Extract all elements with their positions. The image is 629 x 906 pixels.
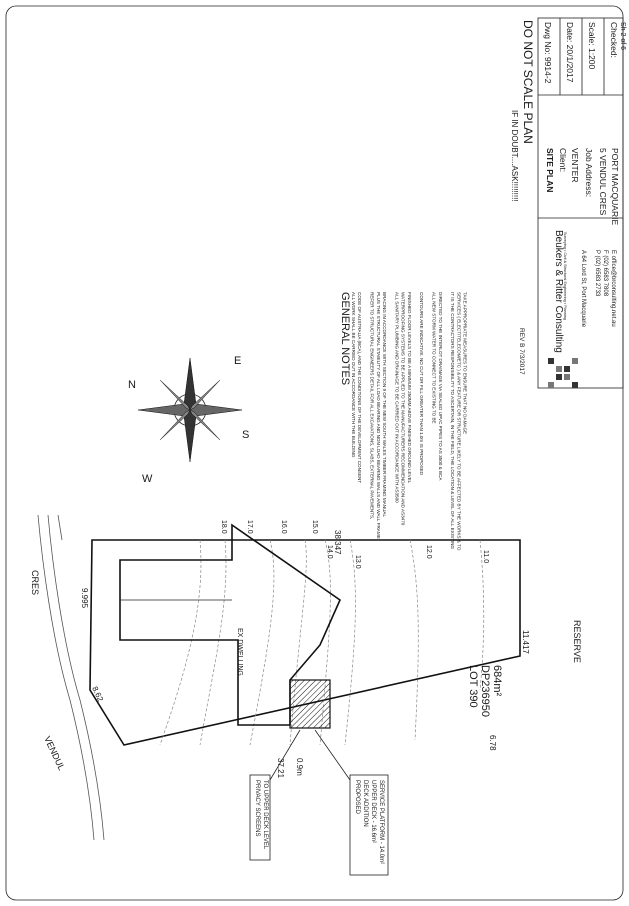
company-subtitle: Surveying • Civil & Structural Engineeri…	[563, 232, 567, 320]
callout-privacy-screens: PRIVACY SCREENS TO UPPER DECK LEVEL	[249, 729, 301, 861]
general-notes: GENERAL NOTES ALL WORK SHALL BE CARRIED …	[339, 292, 468, 551]
notes-line: TAKE APPROPRIATE MEASURES TO ENSURE THAT…	[463, 292, 468, 434]
dwg-scale: Scale: 1:200	[587, 22, 597, 70]
svg-text:PROPOSED: PROPOSED	[354, 780, 360, 815]
street-label-vendul: VENDUL	[42, 735, 66, 772]
notes-line: WATERPROOFING SYSTEMS TO BE APPLIED TO T…	[401, 292, 406, 526]
north-compass: N W S E	[128, 355, 249, 485]
dwg-checked: Checked:	[609, 22, 619, 58]
dim-setback: 0.9m	[295, 758, 304, 776]
proposed-deck-hatch	[289, 679, 331, 729]
contour-labels: 18.0 17.0 16.0 15.0 14.0 13.0 12.0 11.0	[220, 520, 489, 569]
svg-text:PRIVACY SCREENS: PRIVACY SCREENS	[254, 780, 260, 836]
compass-n: N	[128, 379, 136, 391]
notes-line: IT IS THE CONTRACTORS RESPONSIBILITY TO …	[450, 292, 455, 549]
notes-line: REFER TO STRUCTURAL ENGINEERS DETAIL FOR…	[370, 292, 375, 519]
dim-right-side: 38.347	[333, 530, 342, 555]
compass-s: S	[242, 429, 249, 441]
svg-text:SERVICE PLATFORM - 14.0m²: SERVICE PLATFORM - 14.0m²	[378, 780, 384, 864]
dimension-labels: 9.995 8.62 38.347 37.21 11.417 6.78 0.9m	[80, 530, 530, 779]
dim-rear: 11.417	[521, 630, 530, 654]
notes-line: CONTOURS ARE INDICATIVE. NO CUT OR FILL …	[419, 292, 424, 476]
lot-dp: DP236950	[479, 665, 491, 717]
contour-label: 15.0	[311, 520, 318, 534]
notes-line: PLUS THE STRUCTURAL STABILITY OF ALL LOA…	[376, 292, 381, 539]
notes-line: SERVICES ( ELECT/TELECOM/ETC ) & ANY FEA…	[456, 292, 461, 551]
dwg-sheet: Sh 2 of 6	[619, 22, 626, 50]
street-name-vendul: VENDUL	[42, 735, 66, 772]
notes-line: FINISHED FLOOR LEVELS TO BE A MINIMUM 25…	[407, 292, 412, 484]
dwg-no: Dwg No: 9914-2	[543, 22, 553, 84]
contour-label: 14.0	[326, 545, 333, 559]
notes-line: ALL SANITARY PLUMBING AND DRAINAGE TO BE…	[394, 292, 399, 503]
contour-label: 16.0	[280, 520, 287, 534]
svg-text:TO UPPER DECK LEVEL: TO UPPER DECK LEVEL	[262, 780, 268, 850]
svg-text:UPPER DECK - 16.6m²: UPPER DECK - 16.6m²	[370, 780, 376, 843]
notes-line: ALL NEW STORM WATER TO CONNECT TO EXISTI…	[432, 292, 437, 424]
road-vendul-cres	[37, 514, 105, 841]
notes-line: CODE OF AUSTRALIA (BCA), AND THE CONDITI…	[357, 292, 362, 483]
contour-label: 12.0	[425, 545, 432, 559]
title-block: Dwg No: 9914-2 Date: 20/1/2017 Scale: 1:…	[537, 17, 626, 389]
notes-line: BRACING IN ACCORDANCE WITH SECTION 9 OF …	[382, 292, 387, 517]
if-in-doubt: IF IN DOUBT....ASK!!!!!!!!!	[510, 110, 519, 202]
notes-line: DIRECTED TO THE INTERLOT DRAINAGE VIA SE…	[438, 292, 443, 481]
callout-proposed-deck: PROPOSED DECK ADDITION UPPER DECK - 16.6…	[314, 729, 389, 876]
contour-label: 13.0	[354, 555, 361, 569]
job-label: Job Address:	[584, 148, 594, 197]
lot-label: LOT 390 DP236950 684m²	[467, 665, 503, 717]
compass-e: E	[234, 355, 241, 367]
job-address-line2: PORT MACQUARIE	[610, 148, 620, 225]
company-phone: P (02) 6583 2733	[594, 250, 600, 297]
company-address: A 64 Lord St, Port Macquarie	[580, 250, 586, 328]
dim-front-top: 9.995	[80, 588, 89, 609]
sheet-border	[5, 5, 624, 901]
notes-line: ALL WORK SHALL BE CARRIED OUT IN ACCORDA…	[351, 292, 356, 458]
sheet-title: SITE PLAN	[545, 148, 555, 192]
street-name-cres: CRES	[30, 570, 40, 595]
street-label-cres: CRES	[30, 570, 40, 595]
contour-label: 18.0	[220, 520, 227, 534]
notes-lines: ALL WORK SHALL BE CARRIED OUT IN ACCORDA…	[351, 292, 468, 551]
lot-area: 684m²	[491, 665, 503, 697]
do-not-scale: DO NOT SCALE PLAN	[521, 20, 535, 144]
company-name: Beukers & Ritter Consulting	[553, 230, 564, 353]
contour-label: 11.0	[482, 550, 489, 563]
revision-label: REV B 7/3/2017	[518, 328, 525, 375]
client-value: VENTER	[570, 148, 580, 182]
company-logo	[548, 358, 578, 388]
company-fax: F (02) 6583 7808	[602, 250, 608, 297]
job-address-line1: 5 VENDUL CRES	[598, 148, 608, 216]
lot-number: LOT 390	[467, 665, 479, 708]
contour-label: 17.0	[246, 520, 253, 534]
dim-rear-small: 6.78	[488, 735, 497, 751]
notes-heading: GENERAL NOTES	[339, 292, 351, 385]
reserve-label: RESERVE	[572, 620, 582, 663]
dwelling-label: EX DWELLING	[236, 628, 243, 676]
compass-w: W	[142, 473, 153, 485]
dim-left-side: 37.21	[276, 758, 285, 779]
dwg-date: Date: 20/1/2017	[565, 22, 575, 83]
company-email: E office@brconsulting.net.au	[610, 250, 616, 327]
client-label: Client:	[558, 148, 568, 172]
svg-text:DECK ADDITION: DECK ADDITION	[362, 780, 368, 827]
